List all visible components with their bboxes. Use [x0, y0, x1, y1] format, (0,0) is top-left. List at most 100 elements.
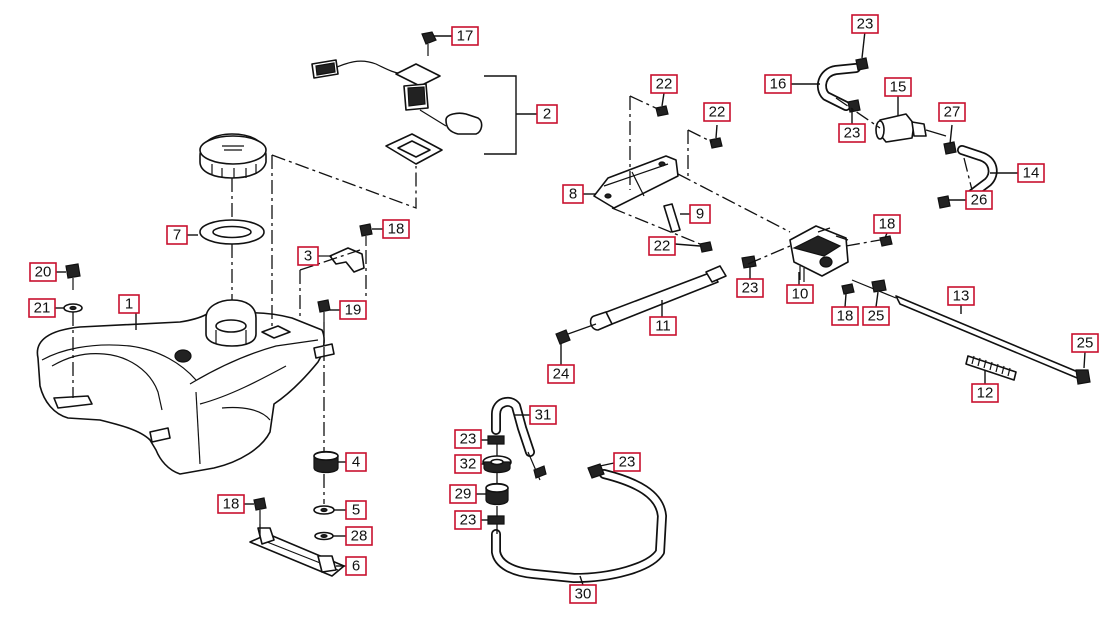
hose-14-part	[957, 145, 998, 199]
svg-text:3: 3	[304, 248, 312, 265]
callout-23-top: 23	[851, 14, 879, 34]
svg-text:12: 12	[977, 385, 994, 402]
pump-shaft-part	[555, 265, 727, 345]
svg-text:22: 22	[654, 238, 671, 255]
callout-19: 19	[339, 300, 367, 320]
callout-30: 30	[569, 584, 597, 604]
callout-29: 29	[449, 484, 477, 504]
bolt-19-part	[317, 299, 340, 322]
svg-text:1: 1	[125, 296, 133, 313]
small-clamps-right	[655, 57, 957, 295]
bolt-18-upper-part	[359, 223, 383, 246]
callout-6: 6	[345, 556, 367, 576]
fuel-hose-assembly	[482, 396, 667, 583]
svg-text:27: 27	[944, 104, 961, 121]
callout-23-pump: 23	[736, 278, 764, 298]
mounting-plate-part	[249, 527, 346, 577]
callout-21: 21	[28, 298, 56, 318]
pump-bracket-part	[593, 155, 679, 209]
bolt-17-part	[421, 31, 452, 56]
callout-3: 3	[297, 246, 319, 266]
callout-2: 2	[536, 104, 558, 124]
callout-32: 32	[454, 454, 482, 474]
washer-21-part	[55, 303, 83, 313]
callout-28: 28	[345, 526, 373, 546]
svg-text:22: 22	[709, 104, 726, 121]
callout-23-hose16: 23	[838, 123, 866, 143]
svg-text:29: 29	[455, 486, 472, 503]
callout-23-hose-bottom: 23	[454, 510, 482, 530]
callout-14: 14	[1017, 163, 1045, 183]
callout-18-pump-bottom: 18	[831, 306, 859, 326]
fuel-cap-part	[199, 133, 267, 179]
callout-10: 10	[786, 284, 814, 304]
clip-9-part	[663, 203, 690, 233]
right-alignment-lines	[611, 95, 973, 265]
svg-text:31: 31	[535, 407, 552, 424]
callout-18-upper: 18	[382, 219, 410, 239]
callout-9: 9	[689, 204, 711, 224]
callout-22-bottom: 22	[648, 236, 676, 256]
svg-text:17: 17	[457, 28, 474, 45]
svg-text:23: 23	[619, 454, 636, 471]
callout-11: 11	[649, 316, 677, 336]
svg-text:25: 25	[868, 308, 885, 325]
svg-text:30: 30	[575, 586, 592, 603]
inline-fuel-fitting-part	[875, 113, 947, 143]
callout-15: 15	[884, 77, 912, 97]
svg-text:26: 26	[971, 192, 988, 209]
callout-8: 8	[562, 184, 584, 204]
svg-text:14: 14	[1023, 165, 1040, 182]
callout-23-hose-top: 23	[454, 429, 482, 449]
callout-27: 27	[938, 102, 966, 122]
svg-text:10: 10	[792, 286, 809, 303]
svg-text:13: 13	[953, 288, 970, 305]
callout-22-right: 22	[703, 102, 731, 122]
svg-text:7: 7	[173, 227, 181, 244]
callout-4: 4	[345, 452, 367, 472]
svg-text:4: 4	[352, 454, 360, 471]
callout-25-pump: 25	[862, 306, 890, 326]
svg-text:18: 18	[879, 216, 896, 233]
svg-text:28: 28	[351, 528, 368, 545]
washer-28-part	[314, 531, 346, 541]
svg-text:18: 18	[223, 496, 240, 513]
callout-25-rod: 25	[1071, 333, 1099, 353]
callout-23-hose-right: 23	[613, 452, 641, 472]
callout-22-left: 22	[650, 74, 678, 94]
callout-24: 24	[547, 364, 575, 384]
bolt-18-lower-part	[244, 497, 267, 524]
callout-17: 17	[451, 26, 479, 46]
callout-7: 7	[166, 225, 188, 245]
svg-text:9: 9	[696, 206, 704, 223]
callout-18-lower: 18	[217, 494, 245, 514]
svg-text:20: 20	[35, 264, 52, 281]
svg-text:23: 23	[844, 125, 861, 142]
svg-text:19: 19	[345, 302, 362, 319]
callout-20: 20	[29, 262, 57, 282]
callout-16: 16	[764, 74, 792, 94]
washer-5-part	[313, 505, 346, 515]
svg-text:23: 23	[460, 512, 477, 529]
callout-18-pump-top: 18	[873, 214, 901, 234]
svg-text:22: 22	[656, 76, 673, 93]
fuel-gauge-sender-part	[311, 59, 537, 165]
long-rod-part	[851, 279, 1091, 385]
callout-26: 26	[965, 190, 993, 210]
spring-part	[965, 355, 1017, 381]
svg-text:5: 5	[352, 502, 360, 519]
svg-text:23: 23	[742, 280, 759, 297]
svg-text:23: 23	[460, 431, 477, 448]
rubber-mount-part	[313, 450, 346, 474]
svg-text:2: 2	[543, 106, 551, 123]
svg-text:18: 18	[837, 308, 854, 325]
fuel-pump-part	[789, 225, 849, 282]
svg-text:32: 32	[460, 456, 477, 473]
svg-text:11: 11	[655, 318, 671, 335]
hose-16-part	[816, 63, 861, 111]
callout-31: 31	[529, 405, 557, 425]
fuel-tank-part	[36, 299, 335, 475]
svg-text:24: 24	[553, 366, 570, 383]
svg-text:8: 8	[569, 186, 577, 203]
